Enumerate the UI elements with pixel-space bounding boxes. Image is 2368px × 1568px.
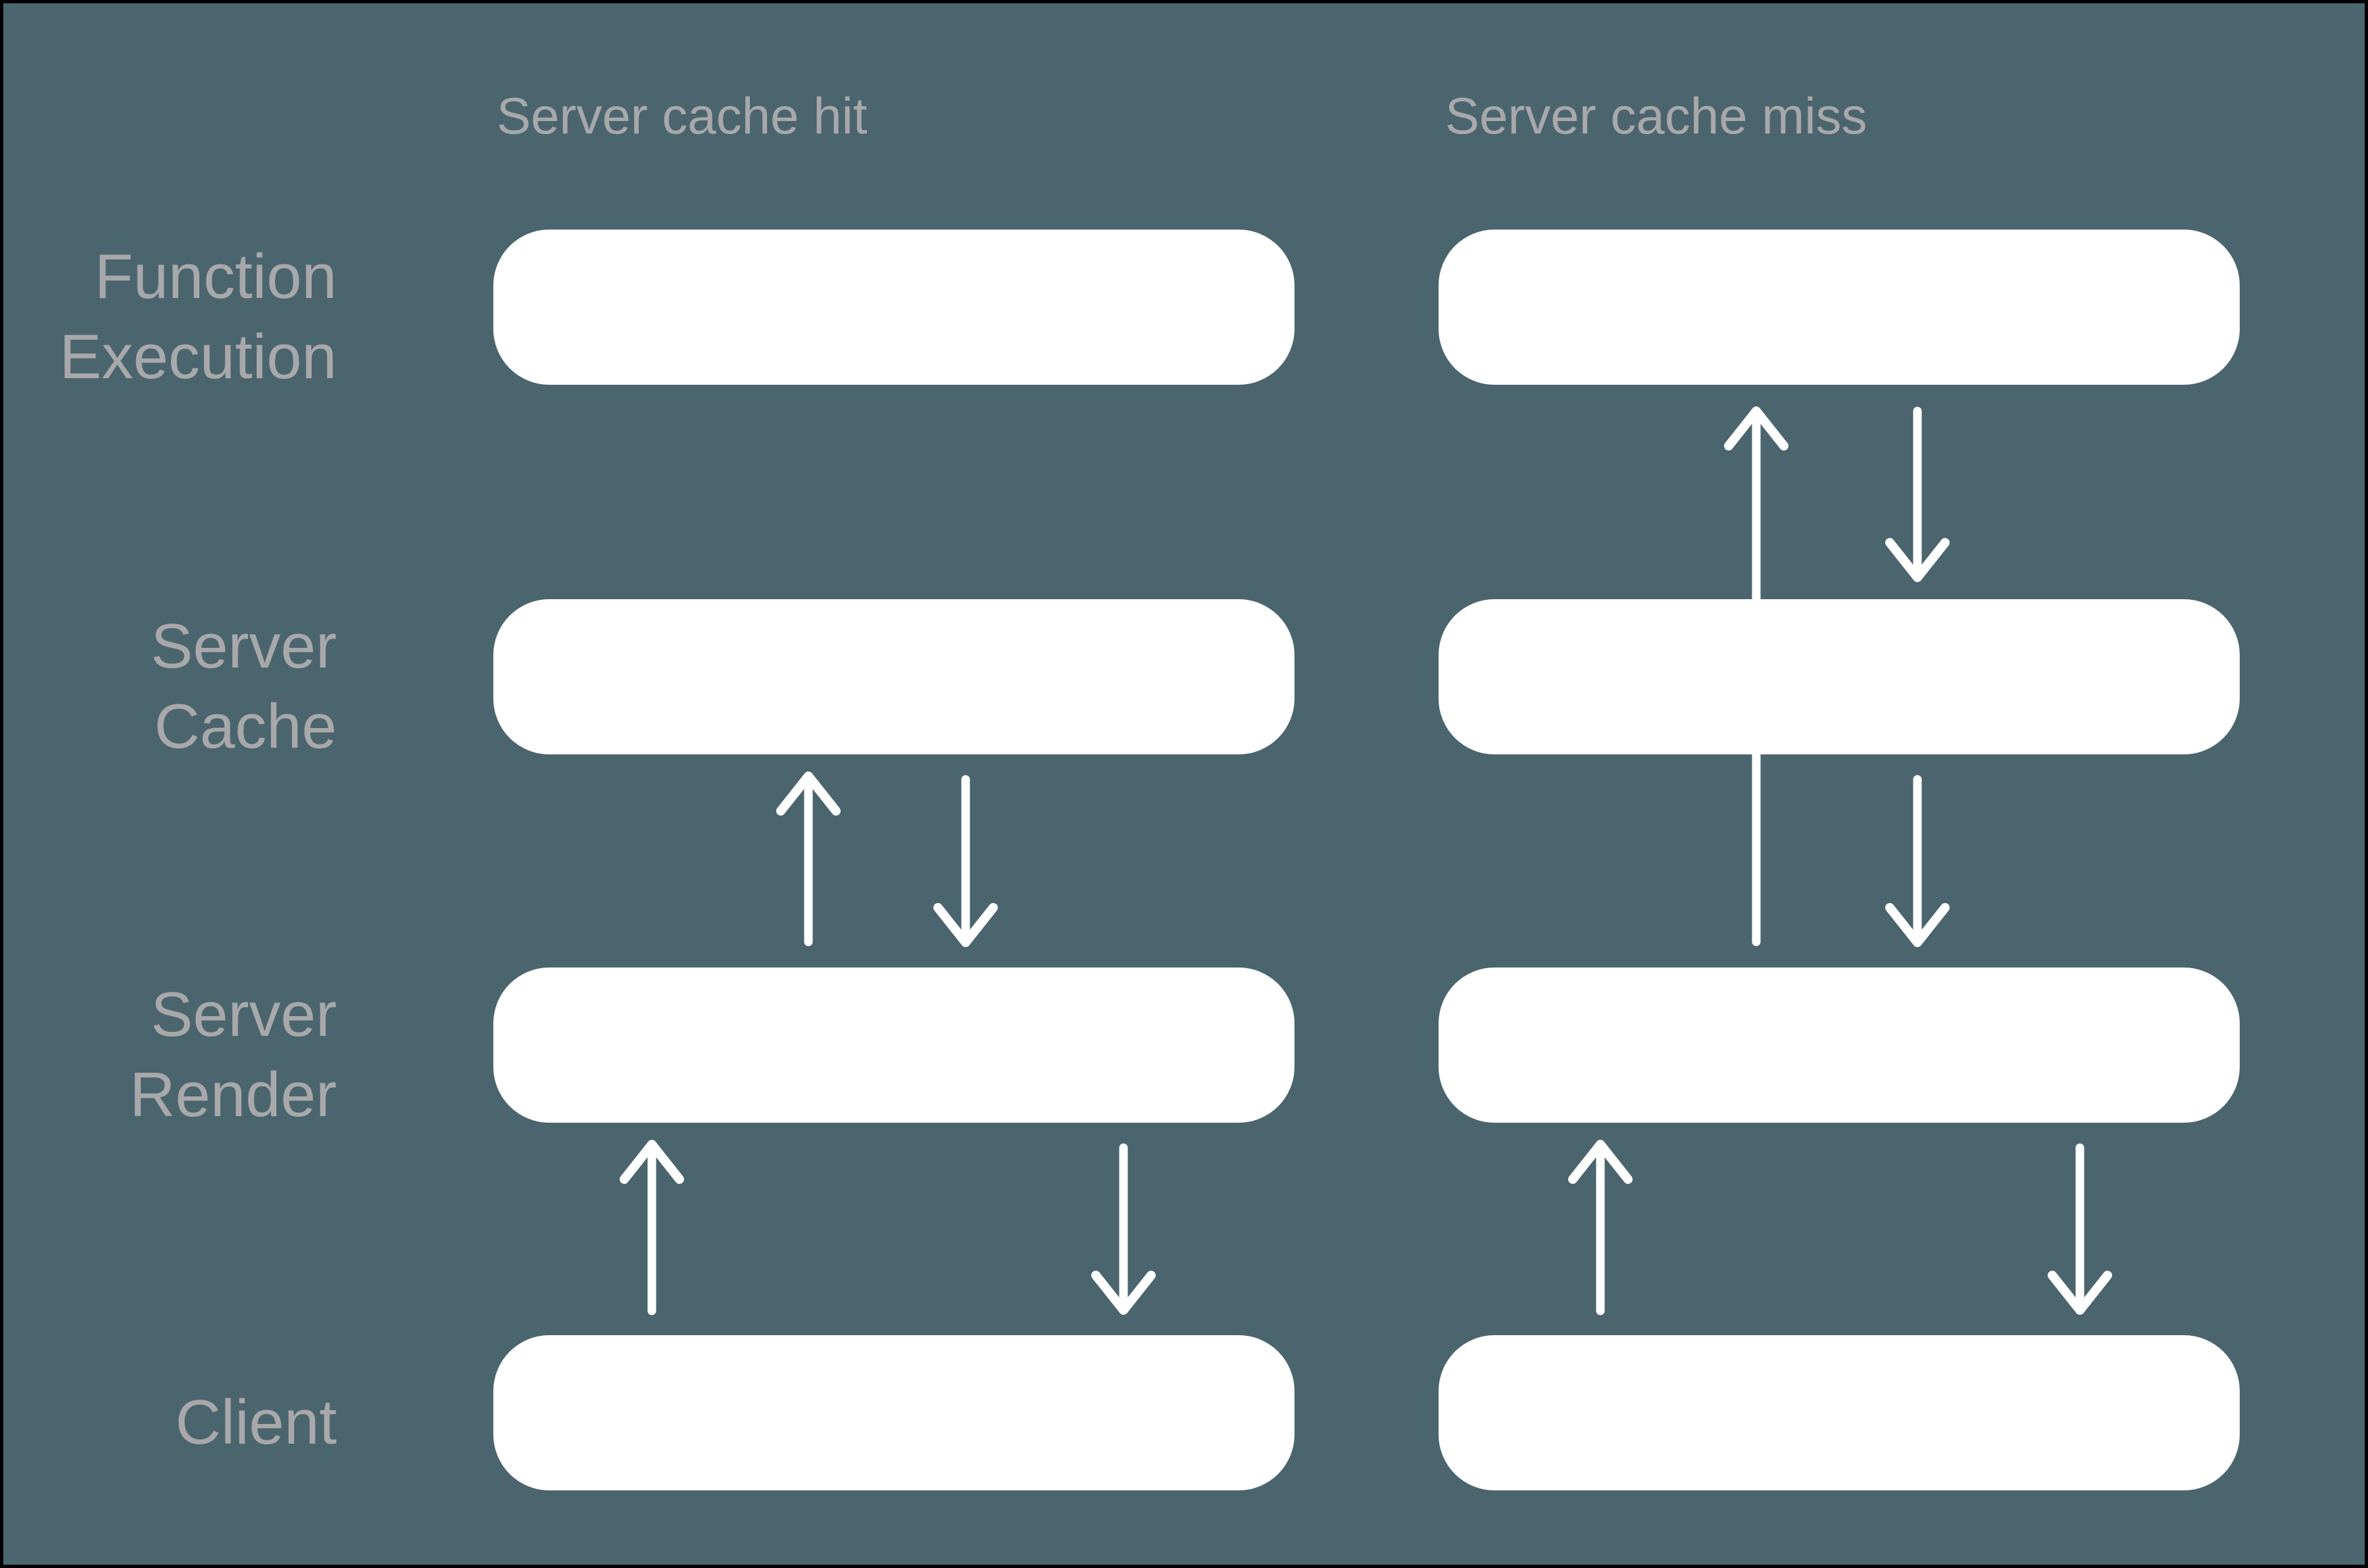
row-label-server-render: Server Render [130,979,337,1130]
node-box-hit-server-render [493,968,1295,1123]
node-box-miss-function-execution [1439,230,2240,385]
arrow-up-hit-server-render-to-server-cache [776,772,841,946]
arrow-down-miss-server-render-to-client [2048,1143,2112,1315]
arrow-down-miss-function-execution-to-server-cache [1885,406,1950,582]
node-box-miss-server-render [1439,968,2240,1123]
node-box-hit-server-cache [493,599,1295,754]
arrows-layer [620,406,2112,1315]
arrow-down-miss-server-cache-to-server-render [1885,775,1950,947]
row-label-server-cache: Server Cache [151,611,337,762]
node-box-hit-function-execution [493,230,1295,385]
arrow-down-hit-server-cache-to-server-render [933,775,998,947]
node-box-hit-client [493,1335,1295,1490]
column-title-hit: Server cache hit [497,87,868,145]
arrow-down-hit-server-render-to-client [1091,1143,1156,1315]
arrow-up-hit-client-to-server-render [620,1140,684,1315]
arrow-up-miss-client-to-server-render [1568,1140,1633,1315]
row-label-client: Client [175,1387,337,1458]
node-box-miss-client [1439,1335,2240,1490]
column-title-miss: Server cache miss [1445,87,1867,145]
node-box-miss-server-cache [1439,599,2240,754]
row-label-function-execution: Function Execution [59,241,337,392]
